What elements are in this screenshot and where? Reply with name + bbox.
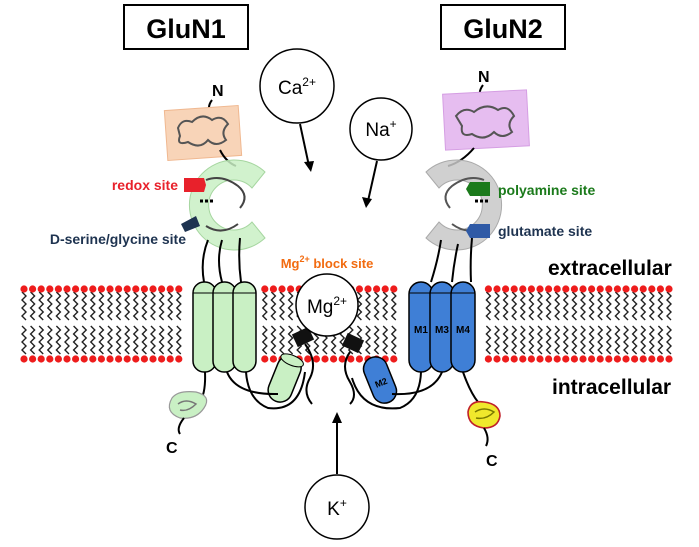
magnesium-ion: Mg2+ xyxy=(295,273,359,337)
potassium-arrowhead xyxy=(332,412,342,423)
glun2-lbd xyxy=(425,159,503,251)
glun1-m2-helix xyxy=(267,353,304,403)
calcium-ion: Ca2+ xyxy=(259,48,335,124)
m1-label: M1 xyxy=(414,325,428,336)
glun1-lbd-chain xyxy=(205,177,246,232)
mg-block-site-label: Mg2+ block site xyxy=(281,254,374,271)
glun2-subunit: N polyamine site glutamate site M1 M3 M4… xyxy=(341,69,595,470)
sodium-ion: Na+ xyxy=(349,97,413,161)
glun1-title-box: GluN1 xyxy=(123,4,249,50)
dserine-site-marker xyxy=(181,216,200,232)
calcium-arrow xyxy=(299,123,310,167)
m4-label: M4 xyxy=(456,325,470,336)
glun1-n-terminus: N xyxy=(212,83,224,100)
glun2-title-box: GluN2 xyxy=(440,4,566,50)
glun2-ntd xyxy=(442,89,530,151)
sodium-arrow xyxy=(367,160,378,202)
extracellular-label: extracellular xyxy=(548,257,672,280)
magnesium-label: Mg2+ xyxy=(307,294,347,318)
redox-site-marker xyxy=(184,178,206,192)
glun1-c-terminus: C xyxy=(166,440,178,457)
sodium-label: Na+ xyxy=(365,117,396,141)
glun2-ctd xyxy=(467,400,501,429)
calcium-label: Ca2+ xyxy=(278,75,316,99)
glun1-title: GluN1 xyxy=(146,14,226,44)
potassium-label: K+ xyxy=(327,496,347,520)
sodium-arrowhead xyxy=(362,197,372,208)
polyamine-site-marker xyxy=(466,182,490,196)
glun1-ntd-chain xyxy=(176,115,230,147)
dserine-glycine-site-label: D-serine/glycine site xyxy=(50,231,186,247)
potassium-ion: K+ xyxy=(304,474,370,540)
glun1-ntd xyxy=(163,104,243,162)
m2-label: M2 xyxy=(373,376,388,390)
glun2-c-terminus: C xyxy=(486,453,498,470)
redox-site-label: redox site xyxy=(112,177,178,193)
glun1-ctd xyxy=(168,391,208,419)
glun1-m4-helix xyxy=(232,281,257,373)
glutamate-site-marker xyxy=(466,224,490,238)
glun2-m2-helix: M2 xyxy=(362,356,398,404)
glun1-subunit: N redox site D-serine/glycine site xyxy=(50,83,315,457)
glun2-title: GluN2 xyxy=(463,14,543,44)
glun1-lbd xyxy=(188,159,266,251)
glun2-ntd-chain xyxy=(454,105,516,139)
calcium-arrowhead xyxy=(304,161,314,172)
m3-label: M3 xyxy=(435,325,449,336)
glun2-mg-block-marker xyxy=(341,332,365,354)
intracellular-label: intracellular xyxy=(552,376,671,399)
glun1-mg-block-marker xyxy=(291,326,315,348)
glutamate-site-label: glutamate site xyxy=(498,223,592,239)
glun2-n-terminus: N xyxy=(478,69,490,86)
polyamine-site-label: polyamine site xyxy=(498,182,595,198)
